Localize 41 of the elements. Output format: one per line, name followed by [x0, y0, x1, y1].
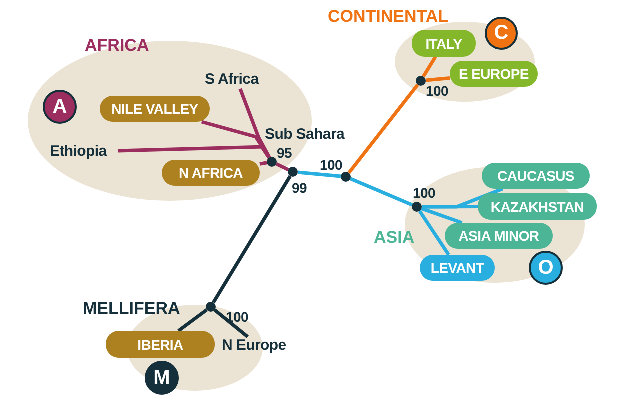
tree-branch [118, 145, 271, 159]
tree-branch [276, 162, 290, 172]
node-dot [206, 302, 216, 312]
letter-badge: C [485, 17, 518, 50]
tree-branch [426, 76, 450, 82]
tree-branch [260, 161, 268, 166]
clade-label: Sub Sahara [265, 127, 345, 143]
tree-branch [350, 177, 414, 207]
tree-branch [348, 84, 420, 174]
clade-pill: N AFRICA [162, 160, 260, 186]
clade-pill: KAZAKHSTAN [478, 193, 597, 220]
group-heading: CONTINENTAL [328, 7, 449, 27]
group-heading: AFRICA [85, 36, 150, 56]
tree-branch [422, 204, 478, 209]
taxon-label: S Africa [205, 71, 269, 89]
tree-branch [298, 170, 342, 178]
tree-branch [421, 207, 463, 225]
tree-branch [214, 308, 249, 338]
bootstrap-value: 95 [277, 145, 292, 161]
clade-pill: CAUCASUS [482, 163, 590, 189]
bootstrap-value: 100 [426, 83, 448, 99]
node-dot [288, 167, 298, 177]
bootstrap-value: 100 [320, 157, 342, 173]
clade-pill: LEVANT [420, 255, 495, 281]
clade-pill: ASIA MINOR [445, 223, 553, 249]
clade-pill: IBERIA [106, 331, 215, 358]
bootstrap-value: 99 [292, 180, 307, 196]
bootstrap-value: 100 [413, 185, 436, 201]
tree-branch [418, 210, 450, 256]
clade-pill: ITALY [412, 30, 476, 57]
group-heading: MELLIFERA [83, 299, 180, 319]
group-heading: ASIA [374, 228, 415, 248]
taxon-label: N Europe [222, 337, 296, 355]
clade-pill: E EUROPE [450, 61, 538, 87]
tree-branch [178, 308, 208, 332]
tree-branch [238, 88, 272, 158]
taxon-label: Ethiopia [50, 143, 118, 161]
tree-branch [422, 56, 438, 78]
tree-branch [212, 175, 292, 304]
node-dot [341, 172, 351, 182]
clade-pill: NILE VALLEY [100, 96, 210, 122]
